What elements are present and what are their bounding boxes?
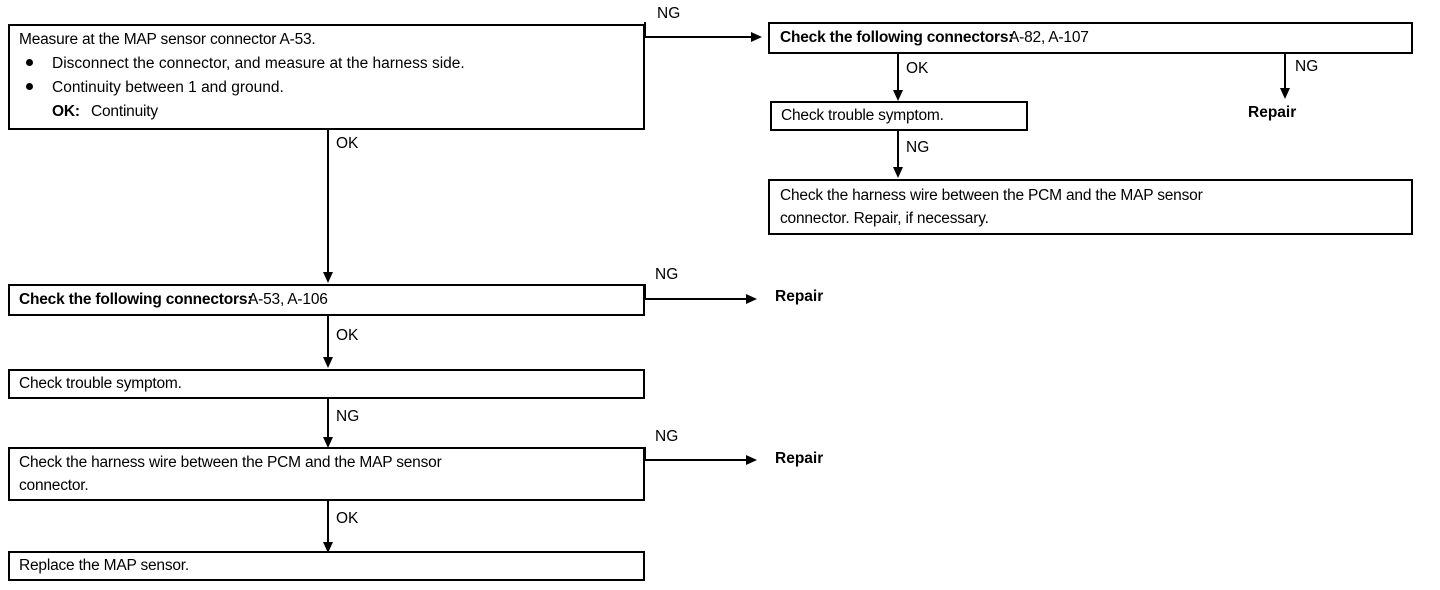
edge-measure-ok-arrowhead	[323, 272, 333, 283]
harness-left-line1: Check the harness wire between the PCM a…	[19, 454, 442, 471]
edge-measure-ok-line	[327, 130, 329, 274]
replace-map-text: Replace the MAP sensor.	[19, 557, 190, 574]
terminal-repair-left-low: Repair	[775, 450, 824, 467]
edge-a53-ng-line	[644, 298, 746, 300]
connectors-a82-plain: A-82, A-107	[1009, 29, 1089, 46]
edge-label-ok-a53: OK	[336, 327, 359, 344]
edge-a53-ng-arrowhead	[746, 294, 757, 304]
edge-label-ng-measure: NG	[657, 5, 681, 22]
harness-right-line2: connector. Repair, if necessary.	[780, 210, 989, 227]
edge-measure-ng-line	[644, 36, 751, 38]
edge-symptomR-ng-line	[897, 131, 899, 169]
edge-symptom-ng-line	[327, 399, 329, 439]
edge-harness-ok-line	[327, 501, 329, 545]
bullet-dot-icon	[26, 83, 33, 90]
edge-harness-ng-stub	[644, 447, 646, 461]
edge-a53-ok-arrowhead	[323, 357, 333, 368]
edge-a82-ok-arrowhead	[893, 90, 903, 101]
edge-harness-ng-arrowhead	[746, 455, 757, 465]
node-measure-map-sensor: Measure at the MAP sensor connector A-53…	[8, 24, 645, 130]
node-harness-wire-left: Check the harness wire between the PCM a…	[8, 447, 645, 501]
node-check-connectors-a82: Check the following connectors: A-82, A-…	[768, 22, 1413, 54]
node-trouble-symptom-left: Check trouble symptom.	[8, 369, 645, 399]
edge-label-ng-a53: NG	[655, 266, 679, 283]
bullet-dot-icon	[26, 59, 33, 66]
edge-symptomR-ng-arrowhead	[893, 167, 903, 178]
node-harness-wire-right: Check the harness wire between the PCM a…	[768, 179, 1413, 235]
edge-label-ok-measure: OK	[336, 135, 359, 152]
connectors-a53-plain: A-53, A-106	[248, 291, 328, 308]
edge-a53-ok-line	[327, 316, 329, 360]
measure-heading: Measure at the MAP sensor connector A-53…	[19, 31, 316, 48]
trouble-symptom-left-text: Check trouble symptom.	[19, 375, 182, 392]
connectors-a82-bold: Check the following connectors:	[780, 29, 1014, 46]
edge-harness-ok-arrowhead	[323, 542, 333, 553]
edge-label-ok-harness: OK	[336, 510, 359, 527]
edge-label-ng-symptom: NG	[336, 408, 360, 425]
terminal-repair-left-mid: Repair	[775, 288, 824, 305]
terminal-repair-right-top: Repair	[1248, 104, 1297, 121]
edge-measure-ng-stub	[644, 22, 646, 38]
edge-a82-ng-line	[1284, 54, 1286, 90]
trouble-symptom-right-text: Check trouble symptom.	[781, 107, 944, 124]
edge-label-ok-a82: OK	[906, 60, 929, 77]
connectors-a53-bold: Check the following connectors:	[19, 291, 253, 308]
edge-a82-ng-arrowhead	[1280, 88, 1290, 99]
edge-symptom-ng-arrowhead	[323, 437, 333, 448]
edge-measure-ng-arrowhead	[751, 32, 762, 42]
edge-a53-ng-stub	[644, 284, 646, 300]
edge-label-ng-harness: NG	[655, 428, 679, 445]
edge-label-ng-symptomR: NG	[906, 139, 930, 156]
measure-bullet-2: Continuity between 1 and ground.	[52, 79, 284, 96]
edge-label-ng-a82: NG	[1295, 58, 1319, 75]
node-replace-map-sensor: Replace the MAP sensor.	[8, 551, 645, 581]
edge-a82-ok-line	[897, 54, 899, 92]
measure-result-label: OK:	[52, 103, 80, 120]
measure-result-value: Continuity	[91, 103, 158, 120]
node-trouble-symptom-right: Check trouble symptom.	[770, 101, 1028, 131]
harness-right-line1: Check the harness wire between the PCM a…	[780, 187, 1203, 204]
edge-harness-ng-line	[644, 459, 746, 461]
measure-bullet-1: Disconnect the connector, and measure at…	[52, 55, 465, 72]
harness-left-line2: connector.	[19, 477, 89, 494]
node-check-connectors-a53: Check the following connectors: A-53, A-…	[8, 284, 645, 316]
